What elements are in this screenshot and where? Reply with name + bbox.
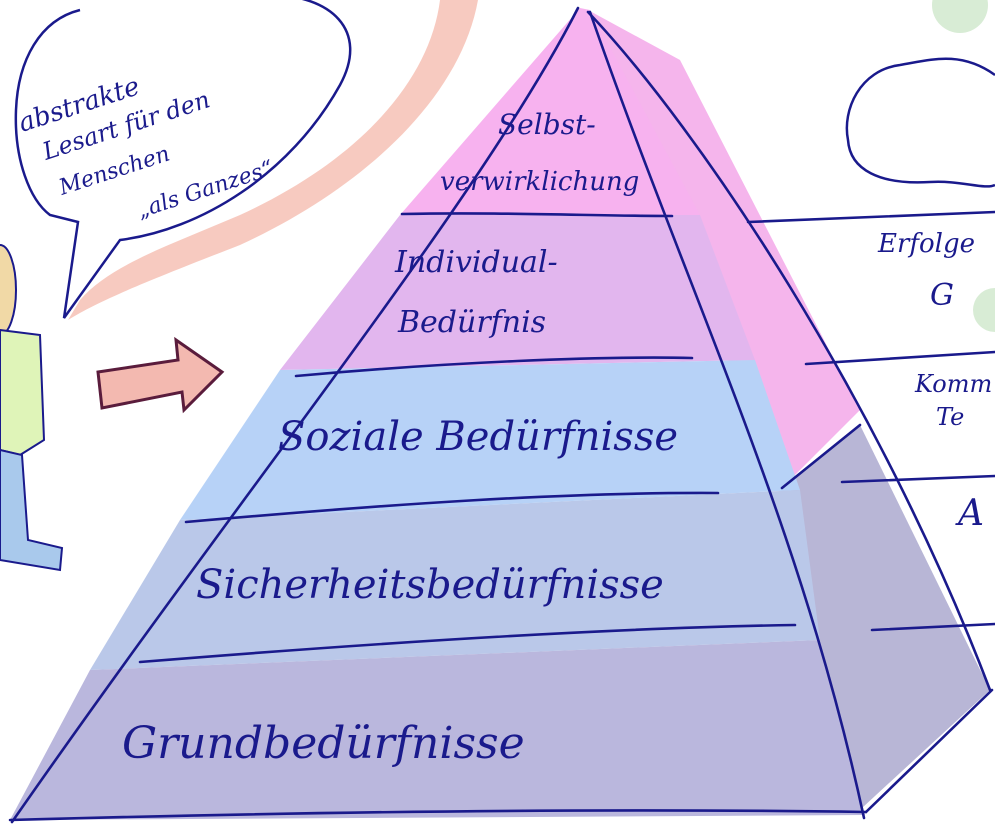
right-label-4: Te [936, 403, 964, 431]
cloud-sketch [845, 57, 995, 188]
level-5-band [400, 8, 700, 215]
level-3-band [180, 360, 800, 520]
right-label-3: Komm [914, 370, 992, 398]
level-5-label-line-1: Selbst- [498, 108, 596, 141]
level-1-band [10, 640, 865, 820]
level-4-band [280, 215, 755, 370]
person-figure [0, 244, 64, 572]
speech-bubble [14, 0, 352, 319]
pyramid-side-lower [780, 425, 990, 808]
green-blob-top [932, 0, 988, 33]
level-4-label-line-1: Individual- [394, 245, 558, 280]
arrow-icon [96, 336, 225, 414]
right-label-2: G [930, 278, 954, 313]
level-1-label: Grundbedürfnisse [122, 718, 525, 769]
level-4-label-line-2: Bedürfnis [397, 305, 546, 340]
pyramid-outline [8, 6, 995, 824]
salmon-swoosh [68, 0, 478, 320]
right-label-1: Erfolge [877, 229, 975, 259]
green-blob-right [973, 288, 995, 332]
pyramid-side-upper [588, 10, 860, 490]
level-2-label: Sicherheitsbedürfnisse [196, 562, 664, 608]
level-3-label: Soziale Bedürfnisse [278, 414, 678, 460]
level-5-label-line-2: verwirklichung [440, 167, 639, 197]
right-label-5: A [955, 493, 984, 534]
level-2-band [90, 490, 820, 670]
